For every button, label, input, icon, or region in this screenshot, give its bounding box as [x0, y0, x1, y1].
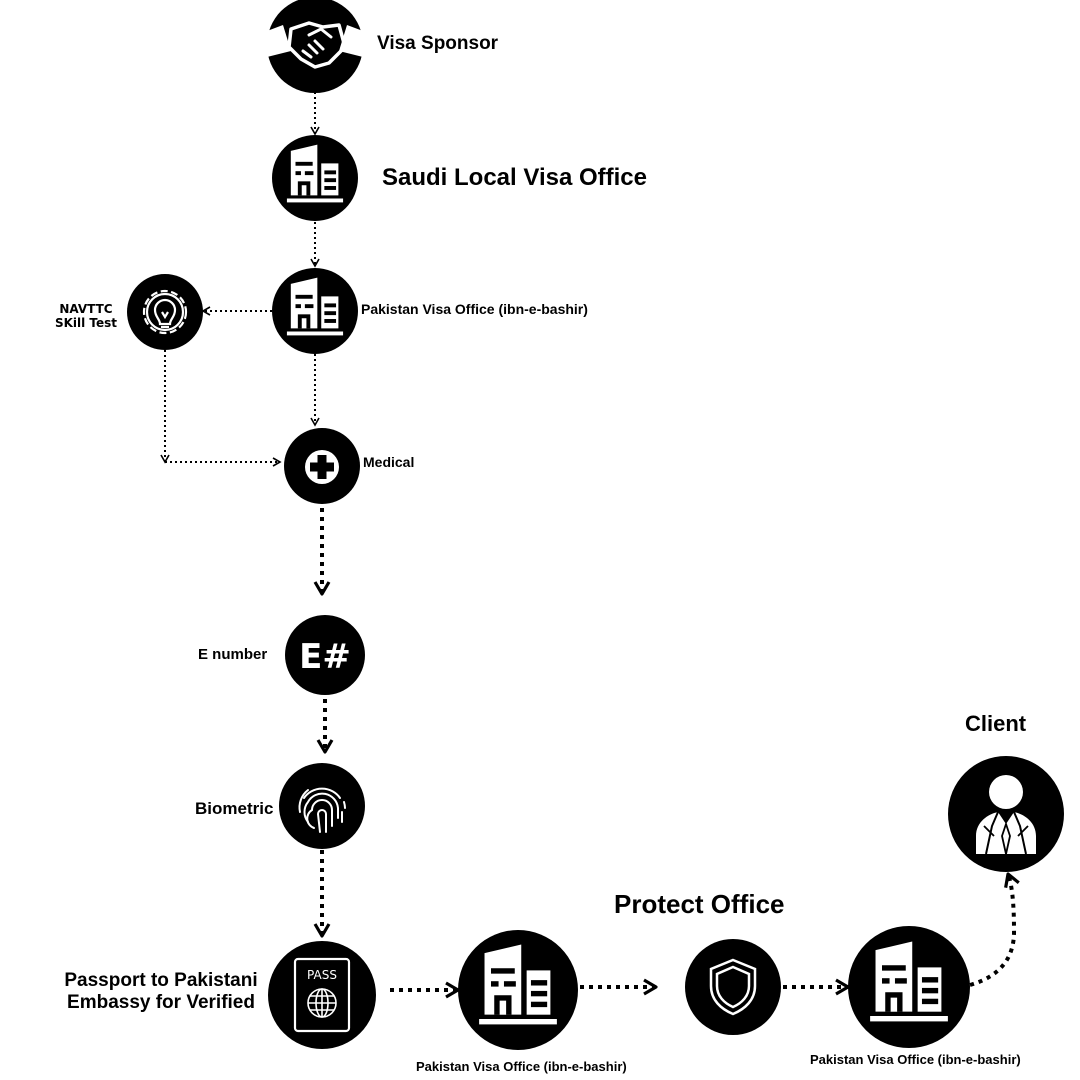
label-client: Client — [965, 711, 1027, 736]
connectors — [160, 92, 1020, 999]
node-medical — [284, 428, 360, 504]
e-number-icon: E# — [299, 637, 351, 677]
node-pakistan-visa-office-3 — [848, 926, 970, 1048]
client-person-icon — [976, 775, 1036, 855]
passport-icon: PASS — [293, 957, 351, 1033]
handshake-icon — [267, 21, 363, 69]
shield-icon — [709, 958, 757, 1016]
label-navttc-skill-test: NAVTTC SKill Test — [45, 302, 127, 331]
label-saudi-local-visa-office: Saudi Local Visa Office — [382, 164, 647, 191]
node-protect-office — [685, 939, 781, 1035]
label-e-number: E number — [198, 646, 268, 663]
label-navttc-line2: SKill Test — [54, 315, 118, 330]
arrow-pakistan-office-3-to-client — [969, 872, 1020, 987]
label-protect-office: Protect Office — [614, 889, 785, 919]
node-pakistan-visa-office-2 — [458, 930, 578, 1050]
svg-text:PASS: PASS — [307, 968, 337, 982]
label-passport-line2: Embassy for Verified — [67, 991, 255, 1013]
label-pakistan-visa-office-2: Pakistan Visa Office (ibn-e-bashir) — [416, 1059, 627, 1074]
node-e-number: E# — [285, 615, 365, 695]
lightbulb-gear-icon — [142, 289, 188, 335]
node-navttc-skill-test — [127, 274, 203, 350]
label-passport-line1: Passport to Pakistani — [64, 970, 258, 991]
label-navttc-line1: NAVTTC — [59, 302, 113, 316]
label-medical: Medical — [363, 454, 415, 470]
node-pakistan-visa-office-1 — [272, 268, 358, 354]
node-client — [948, 756, 1064, 872]
label-visa-sponsor: Visa Sponsor — [377, 33, 499, 54]
label-passport: Passport to Pakistani Embassy for Verifi… — [50, 970, 272, 1014]
label-biometric: Biometric — [195, 799, 274, 818]
medical-cross-icon — [305, 450, 339, 484]
fingerprint-icon — [298, 787, 346, 833]
label-pakistan-visa-office-3: Pakistan Visa Office (ibn-e-bashir) — [810, 1052, 1021, 1067]
label-pakistan-visa-office-1: Pakistan Visa Office (ibn-e-bashir) — [361, 301, 588, 317]
node-visa-sponsor — [267, 0, 363, 93]
node-biometric — [279, 763, 365, 849]
node-passport: PASS — [268, 941, 376, 1049]
node-saudi-local-visa-office — [272, 135, 358, 221]
